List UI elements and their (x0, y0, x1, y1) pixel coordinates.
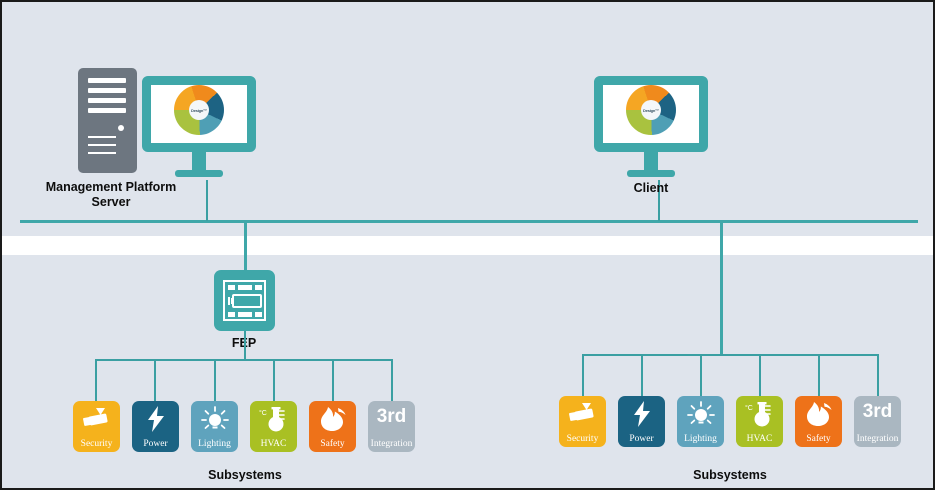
subsystem-tile-lighting[interactable]: Lighting (191, 401, 238, 452)
tier-separator-band (2, 236, 933, 255)
lightning-bolt-icon (132, 404, 179, 434)
client-to-backbone-line (658, 180, 660, 221)
third-party-3rd-icon: 3rd (376, 406, 407, 427)
client-donut-center-label: Design™ (643, 107, 659, 113)
subsystem-tile-label: Lighting (684, 434, 717, 444)
right-drop-safety (818, 354, 820, 396)
subsystem-tile-label: Integration (370, 439, 413, 449)
right-subsystems-group-label: Subsystems (693, 468, 767, 482)
donut-center-label: Design™ (191, 107, 207, 113)
network-backbone-line (20, 220, 918, 223)
right-drop-hvac (759, 354, 761, 396)
subsystem-tile-label: Power (143, 439, 168, 449)
left-drop-safety (332, 359, 334, 401)
subsystem-tile-label: Safety (320, 439, 345, 449)
subsystem-tile-label: HVAC (746, 434, 773, 444)
client-screen-donut-chart: Design™ (626, 85, 676, 135)
cctv-camera-icon (559, 399, 606, 429)
left-drop-power (154, 359, 156, 401)
server-to-backbone-line (206, 180, 208, 221)
subsystem-tile-integration[interactable]: 3rd Integration (368, 401, 415, 452)
left-drop-security (95, 359, 97, 401)
backbone-to-fep-line (244, 220, 247, 272)
server-tower-icon (78, 68, 137, 173)
left-drop-hvac (273, 359, 275, 401)
subsystem-tile-power[interactable]: Power (132, 401, 179, 452)
lightning-bolt-icon (618, 399, 665, 429)
subsystem-tile-hvac[interactable]: °C HVAC (250, 401, 297, 452)
backbone-to-right-subsystems-line (720, 220, 723, 355)
subsystem-tile-safety[interactable]: Safety (795, 396, 842, 447)
right-drop-power (641, 354, 643, 396)
lightbulb-icon (191, 404, 238, 434)
subsystem-tile-power[interactable]: Power (618, 396, 665, 447)
right-drop-lighting (700, 354, 702, 396)
client-monitor-icon: Design™ (594, 76, 708, 180)
third-party-3rd-icon: 3rd (862, 401, 893, 422)
svg-text:°C: °C (745, 404, 753, 412)
right-subsystems-bus-line (582, 354, 879, 356)
subsystem-tile-safety[interactable]: Safety (309, 401, 356, 452)
fep-to-left-subsystems-line (244, 331, 246, 361)
lightbulb-icon (677, 399, 724, 429)
subsystem-tile-label: Security (566, 434, 599, 444)
subsystem-tile-label: Security (80, 439, 113, 449)
subsystem-tile-label: Integration (856, 434, 899, 444)
left-subsystems-group-label: Subsystems (208, 468, 282, 482)
subsystem-tile-label: Safety (806, 434, 831, 444)
thermometer-flask-icon: °C (736, 399, 783, 429)
right-drop-security (582, 354, 584, 396)
left-subsystems-bus-line (95, 359, 392, 361)
subsystem-tile-integration[interactable]: 3rd Integration (854, 396, 901, 447)
subsystem-tile-hvac[interactable]: °C HVAC (736, 396, 783, 447)
flame-icon (309, 404, 356, 434)
subsystem-tile-lighting[interactable]: Lighting (677, 396, 724, 447)
management-server-monitor-icon: Design™ (142, 76, 256, 180)
svg-text:°C: °C (259, 409, 267, 417)
subsystem-tile-security[interactable]: Security (73, 401, 120, 452)
cctv-camera-icon (73, 404, 120, 434)
subsystem-tile-label: Lighting (198, 439, 231, 449)
flame-icon (795, 399, 842, 429)
right-drop-integration (877, 354, 879, 396)
subsystem-tile-label: HVAC (260, 439, 287, 449)
subsystem-tile-security[interactable]: Security (559, 396, 606, 447)
management-server-label: Management Platform Server (45, 180, 177, 209)
client-label: Client (633, 181, 669, 195)
thermometer-flask-icon: °C (250, 404, 297, 434)
left-drop-lighting (214, 359, 216, 401)
fep-device-icon (214, 270, 275, 331)
subsystem-tile-label: Power (629, 434, 654, 444)
left-drop-integration (391, 359, 393, 401)
screen-donut-chart: Design™ (174, 85, 224, 135)
